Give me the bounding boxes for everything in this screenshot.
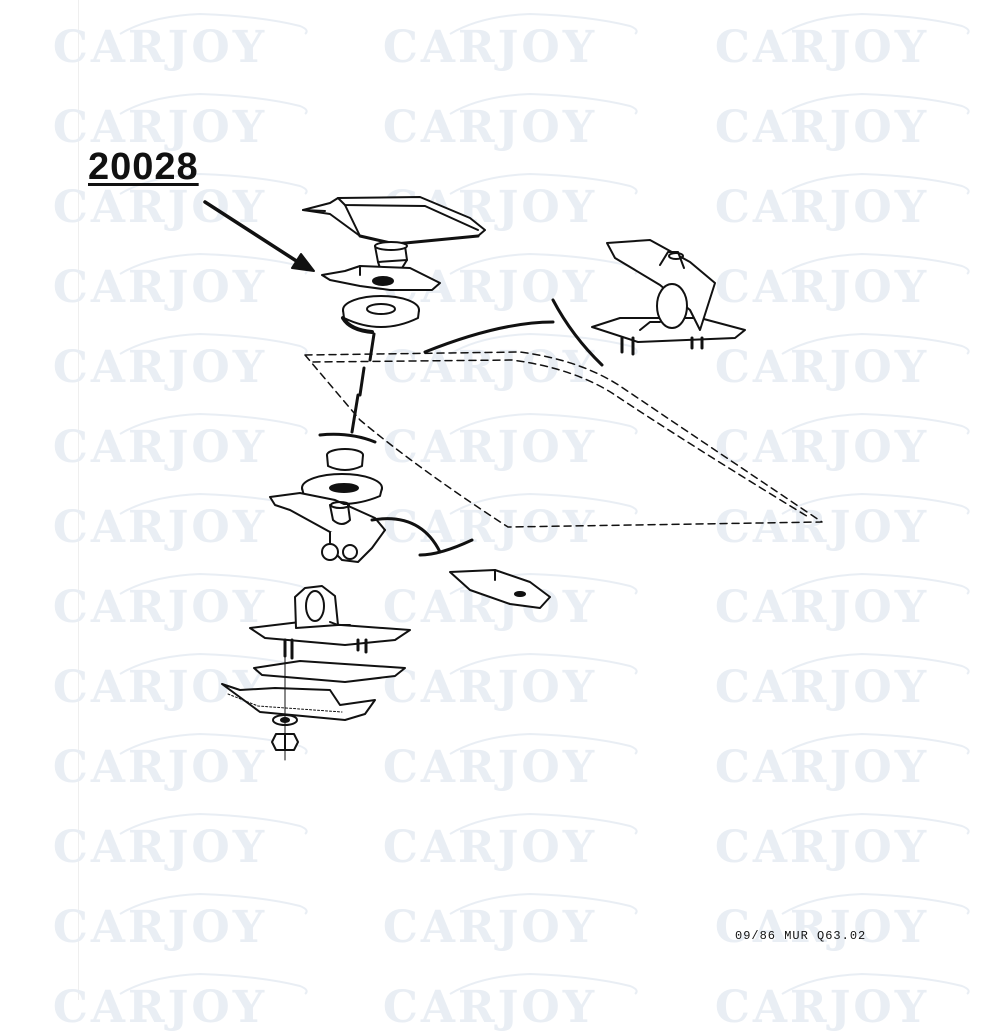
latch-cover: [302, 196, 486, 246]
rubber-washer-upper: [341, 295, 420, 334]
quarter-window-glass: [304, 351, 823, 528]
exploded-parts-diagram: [203, 196, 823, 761]
upper-rear-bracket: [591, 239, 746, 356]
callout-arrow: [203, 200, 315, 272]
lower-hinge-bracket: [269, 492, 386, 563]
page-margin-rule: [78, 0, 79, 1000]
body-panel-section: [221, 683, 376, 721]
bushing: [374, 241, 408, 269]
part-number-label: 20028: [88, 146, 199, 188]
latch-plate: [321, 265, 441, 291]
document-reference: 09/86 MUR Q63.02: [735, 929, 867, 943]
spacer-sleeve: [326, 448, 364, 471]
lower-rear-plate: [449, 569, 551, 609]
floor-hinge-assembly: [249, 585, 411, 660]
gasket: [253, 660, 406, 683]
